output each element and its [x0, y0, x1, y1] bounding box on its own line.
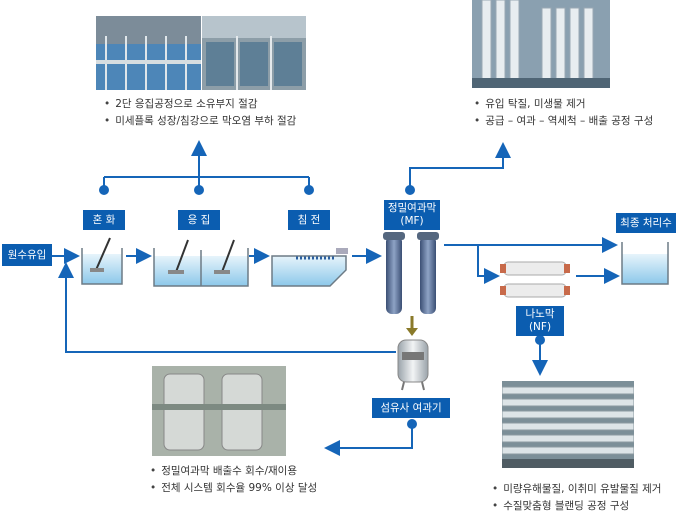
sedimentation-label: 침 전	[288, 210, 330, 230]
final-water-tank	[621, 242, 669, 285]
sedimentation-tank	[271, 248, 348, 287]
nf-label-line2: (NF)	[528, 321, 552, 333]
mf-membrane-photo	[472, 0, 610, 88]
fiber-notes: 정밀여과막 배출수 회수/재이용 전체 시스템 회수율 99% 이상 달성	[150, 463, 317, 497]
mixing-label: 혼 화	[83, 210, 125, 230]
note-item: 2단 응집공정으로 소유부지 절감	[104, 96, 296, 113]
mf-label-line1: 정밀여과막	[387, 202, 437, 214]
fiber-note-line	[324, 424, 413, 456]
coag-collector-line	[103, 140, 310, 188]
nf-label-line1: 나노막	[525, 308, 555, 320]
final-water-label: 최종 처리수	[616, 213, 676, 233]
coagulation-tanks	[153, 239, 249, 287]
mf-notes: 유입 탁질, 미생물 제거 공급 – 여과 – 역세척 – 배출 공정 구성	[474, 96, 653, 130]
note-item: 전체 시스템 회수율 99% 이상 달성	[150, 480, 317, 497]
raw-water-label: 원수유입	[2, 244, 52, 266]
note-item: 공급 – 여과 – 역세척 – 배출 공정 구성	[474, 113, 653, 130]
fiber-filter-tank	[397, 339, 429, 391]
coagulation-basin-photo	[96, 16, 201, 90]
coagulation-label: 응 집	[178, 210, 220, 230]
mf-label: 정밀여과막 (MF)	[384, 200, 440, 230]
nf-notes: 미량유해물질, 이취미 유발물질 제거 수질맞춤형 블랜딩 공정 구성	[492, 481, 661, 515]
nf-label: 나노막 (NF)	[516, 306, 564, 336]
nf-membrane-photo	[502, 381, 634, 468]
fiber-filter-photo	[152, 366, 286, 456]
note-item: 미량유해물질, 이취미 유발물질 제거	[492, 481, 661, 498]
mf-note-line	[409, 142, 511, 188]
sedimentation-basin-photo	[202, 16, 306, 90]
note-item: 정밀여과막 배출수 회수/재이용	[150, 463, 317, 480]
fiber-filter-label: 섬유사 여과기	[372, 398, 450, 418]
note-item: 미세플록 성장/침강으로 막오염 부하 절감	[104, 113, 296, 130]
note-item: 수질맞춤형 블랜딩 공정 구성	[492, 498, 661, 515]
mf-label-line2: (MF)	[400, 215, 424, 227]
mf-membranes	[383, 232, 439, 314]
note-item: 유입 탁질, 미생물 제거	[474, 96, 653, 113]
connector-dots	[99, 185, 545, 429]
coagulation-notes: 2단 응집공정으로 소유부지 절감 미세플록 성장/침강으로 막오염 부하 절감	[104, 96, 296, 130]
mixing-tank	[81, 237, 123, 285]
nf-membranes	[500, 261, 570, 298]
